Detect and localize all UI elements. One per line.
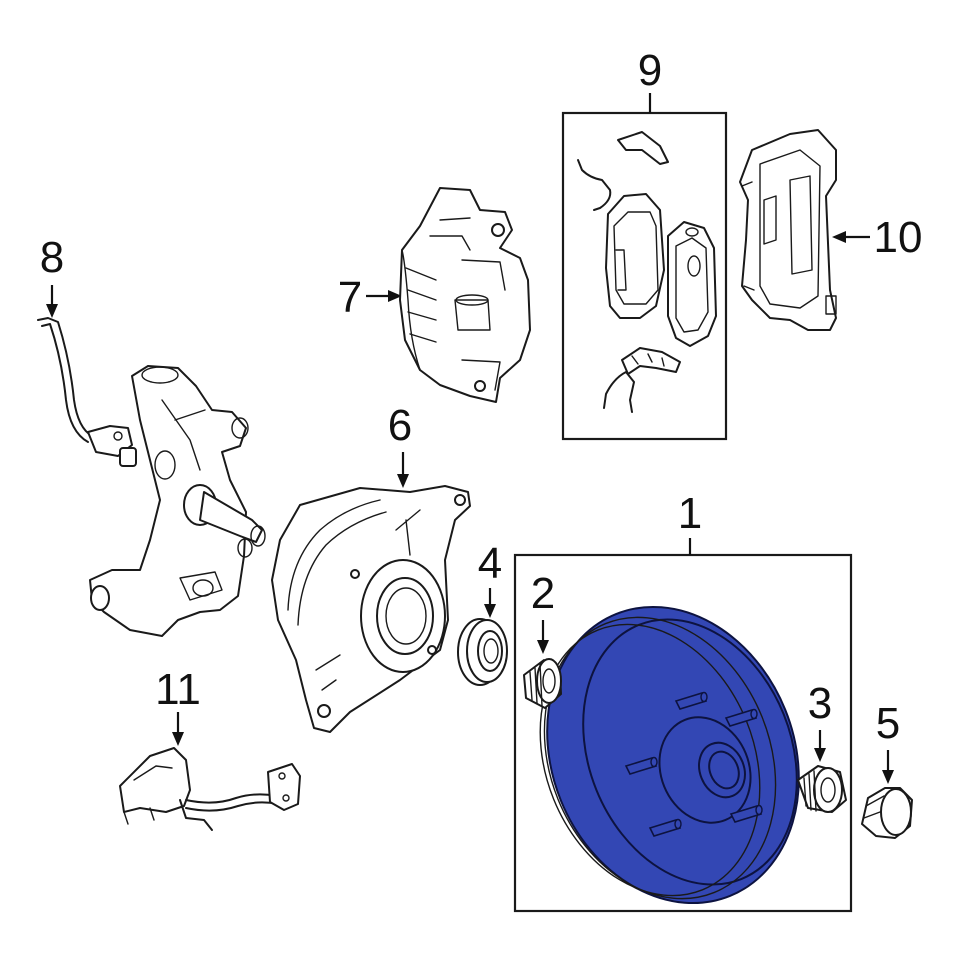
wheel-studs	[624, 691, 763, 837]
callout-7-arrowhead	[388, 290, 402, 302]
rotor-group-box	[513, 553, 853, 913]
rotor-vent-ring	[543, 616, 777, 900]
seal-part[interactable]	[457, 618, 508, 686]
wheel-stud	[729, 804, 763, 823]
callout-10-arrowhead	[832, 231, 846, 243]
callout-8-arrowhead	[46, 304, 58, 318]
inner-bearing-part[interactable]	[523, 658, 562, 709]
callout-6-arrowhead	[397, 474, 409, 488]
rotor-hub-bore-inner	[708, 750, 740, 790]
caliper-bracket-part[interactable]	[739, 129, 837, 331]
callout-8[interactable]: 8	[40, 233, 64, 282]
callout-3[interactable]: 3	[808, 679, 832, 728]
rotor-part[interactable]	[501, 569, 842, 942]
dust-cap-part[interactable]	[861, 787, 913, 839]
steering-knuckle	[89, 365, 266, 637]
front-abs-sensor-part[interactable]	[37, 317, 137, 467]
callout-1[interactable]: 1	[678, 489, 702, 538]
rear-harness-part[interactable]	[119, 747, 301, 831]
callout-5-arrowhead	[882, 770, 894, 784]
callout-11-arrowhead	[172, 732, 184, 746]
wheel-stud	[724, 708, 758, 727]
callout-10[interactable]: 10	[874, 213, 923, 262]
callout-2[interactable]: 2	[531, 569, 555, 618]
callout-2-arrowhead	[537, 640, 549, 654]
wheel-stud	[648, 818, 682, 837]
callout-4-arrowhead	[484, 604, 496, 618]
outer-bearing-part[interactable]	[797, 765, 847, 813]
callout-11[interactable]: 11	[155, 665, 201, 714]
caliper-part[interactable]	[399, 187, 531, 403]
wheel-stud	[674, 691, 708, 710]
pad-kit-part[interactable]	[577, 131, 717, 413]
callout-7[interactable]: 7	[338, 273, 362, 322]
splash-shield-part[interactable]	[271, 485, 471, 733]
callout-4[interactable]: 4	[478, 539, 502, 588]
wheel-stud	[624, 756, 658, 775]
pad-kit-group-box	[561, 111, 728, 441]
callout-9[interactable]: 9	[638, 46, 662, 95]
callout-3-arrowhead	[814, 748, 826, 762]
callout-6[interactable]: 6	[388, 401, 412, 450]
callout-5[interactable]: 5	[876, 699, 900, 748]
